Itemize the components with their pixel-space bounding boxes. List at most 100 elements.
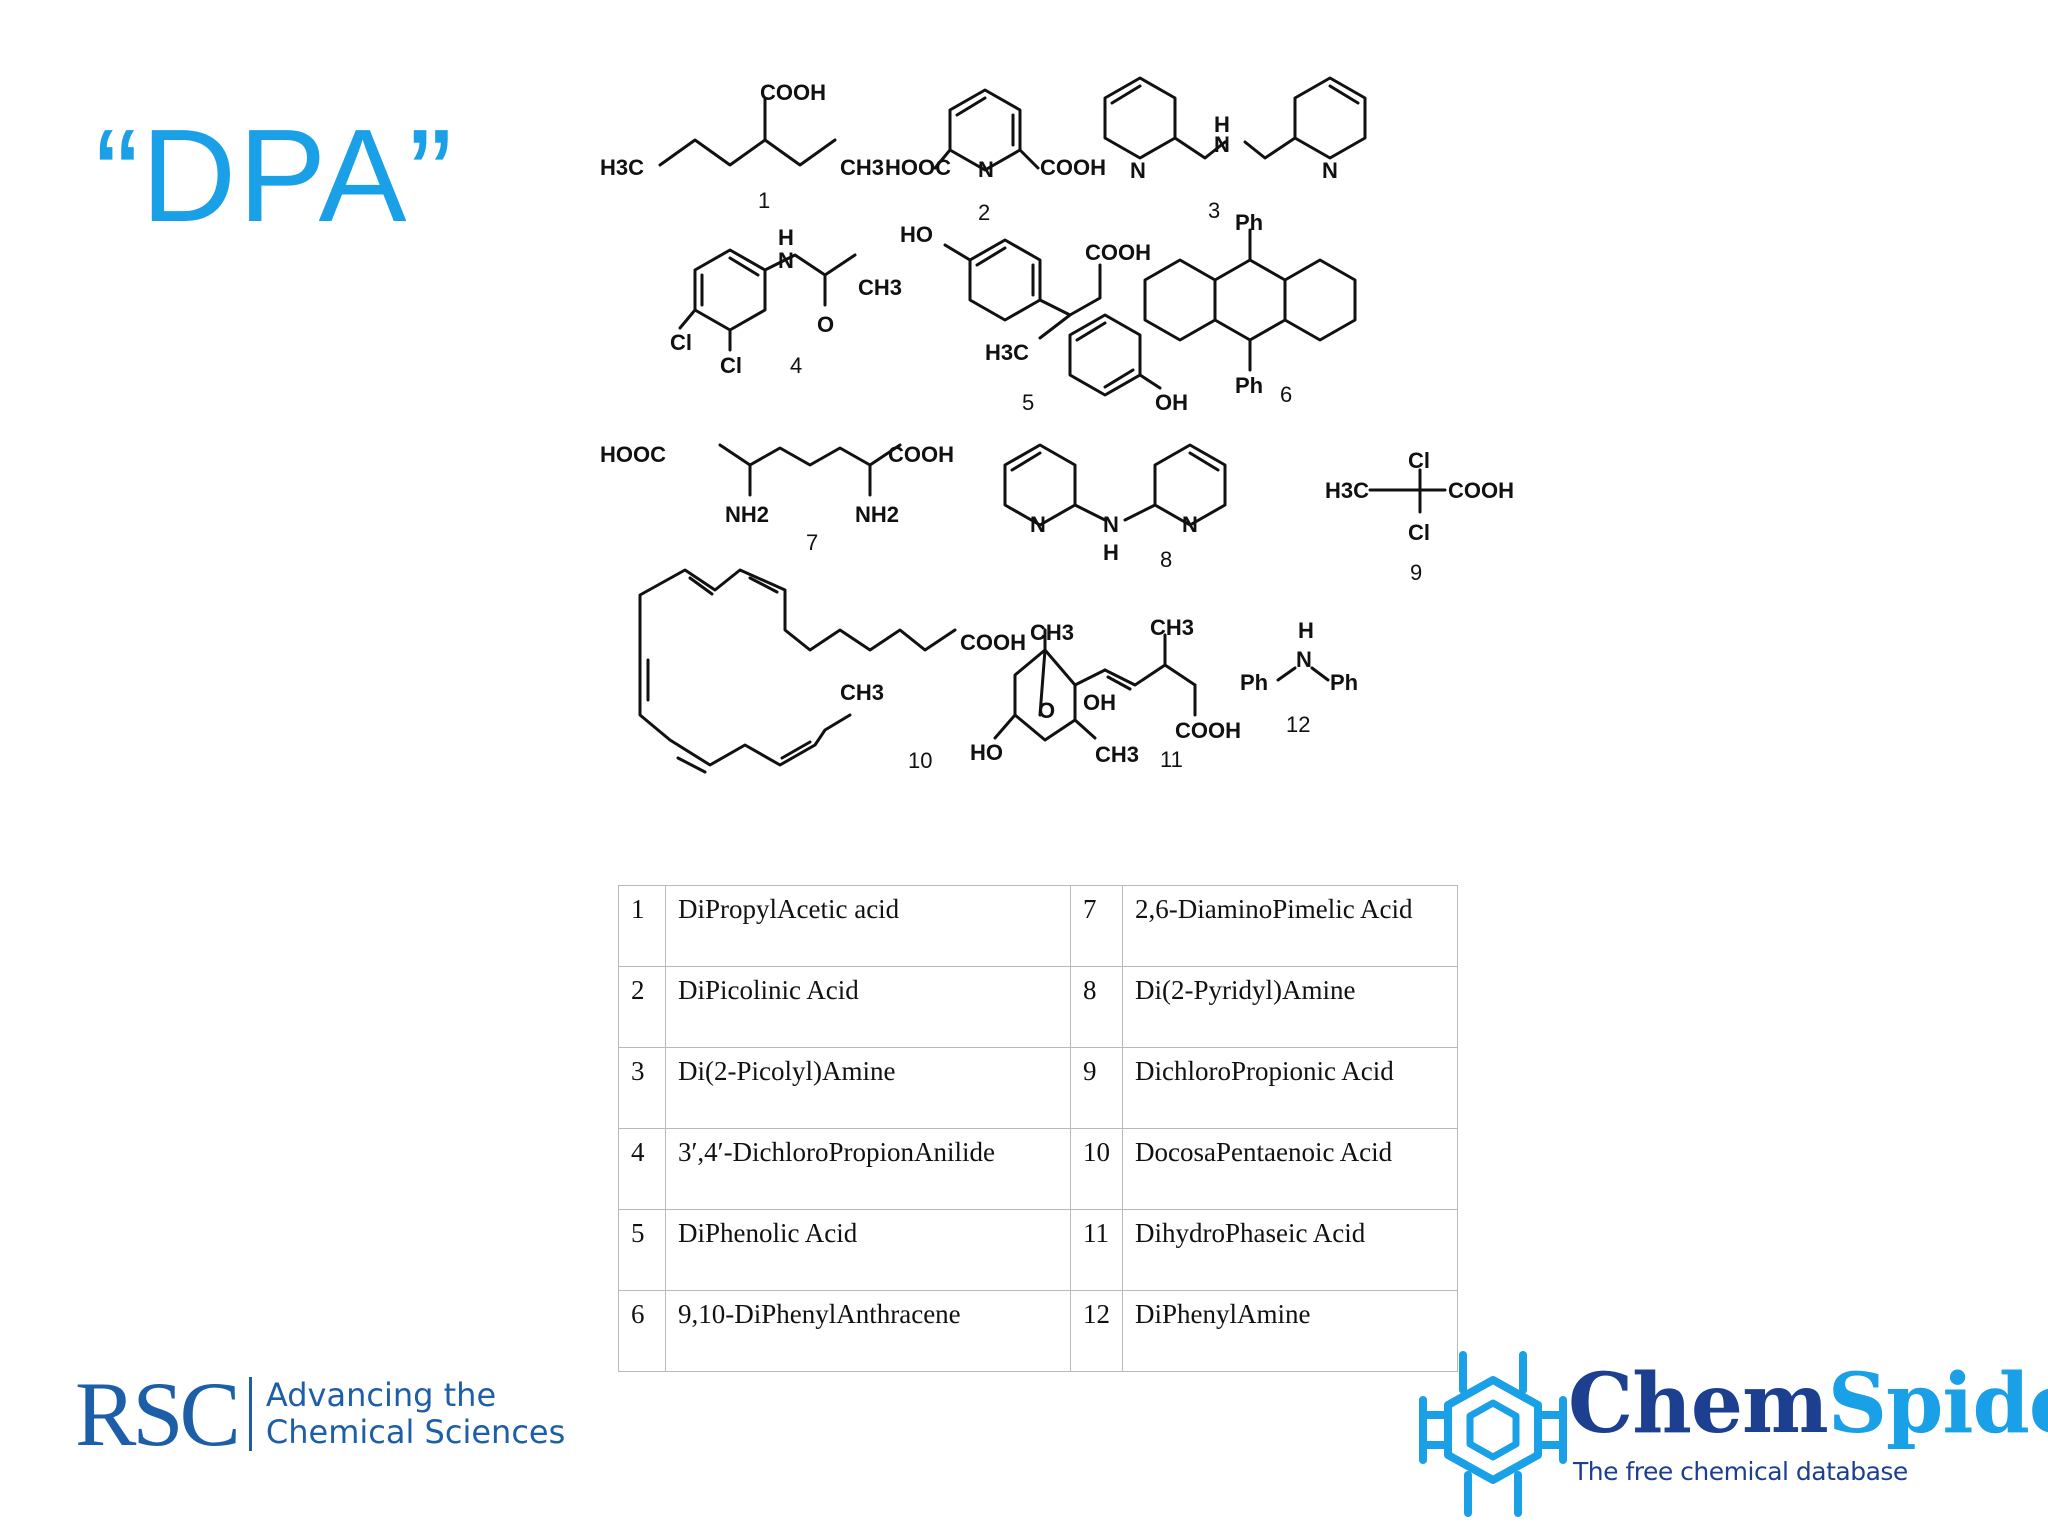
label-cooh: COOH (1175, 718, 1241, 743)
number-4: 4 (790, 353, 802, 378)
label-cl: Cl (670, 330, 692, 355)
label-ch3: CH3 (840, 680, 884, 705)
number-8: 8 (1160, 547, 1172, 572)
number-9: 9 (1410, 560, 1422, 585)
label-h3c: H3C (600, 155, 644, 180)
label-n: N (1214, 132, 1230, 157)
label-n: N (1030, 512, 1046, 537)
spider-icon (1419, 1351, 1567, 1517)
chemspider-wordmark-chem: Chem (1568, 1356, 1829, 1452)
compound-number: 7 (1070, 885, 1123, 967)
label-oh: OH (1155, 390, 1188, 415)
chemspider-logo: ChemSpider The free chemical database (1418, 1345, 2048, 1520)
label-h: H (1103, 540, 1119, 565)
structure-6: Ph Ph 6 (1143, 210, 1357, 407)
label-hooc: HOOC (600, 442, 666, 467)
compound-number: 3 (618, 1047, 666, 1129)
compound-name: DiPhenylAmine (1122, 1290, 1458, 1372)
rsc-tagline-line2: Chemical Sciences (265, 1413, 566, 1451)
label-ph: Ph (1235, 373, 1263, 398)
structure-11: O CH3 CH3 OH COOH HO CH3 11 (970, 615, 1241, 772)
label-ho: HO (970, 740, 1003, 765)
number-3: 3 (1208, 198, 1220, 223)
structure-12: H N Ph Ph 12 (1240, 618, 1358, 737)
number-2: 2 (978, 200, 990, 225)
slide-title: “DPA” (95, 102, 455, 249)
label-cl: Cl (1408, 520, 1430, 545)
compound-name: 3′,4′-DichloroPropionAnilide (665, 1128, 1071, 1210)
compound-number: 2 (618, 966, 666, 1048)
rsc-tagline-line1: Advancing the (265, 1376, 497, 1415)
compound-number: 8 (1070, 966, 1123, 1048)
number-11: 11 (1160, 747, 1183, 772)
structure-1: H3C COOH CH3 1 (600, 80, 884, 213)
label-ch3: CH3 (840, 155, 884, 180)
chemspider-wordmark-spider: Spider (1827, 1356, 2048, 1452)
label-n: N (1130, 158, 1146, 183)
compound-name: DiPicolinic Acid (665, 966, 1071, 1048)
structure-9: Cl H3C COOH Cl 9 (1325, 448, 1514, 585)
structure-10: COOH CH3 10 (638, 568, 1026, 774)
rsc-logo: RSC Advancing the Chemical Sciences (75, 1368, 565, 1460)
label-nh2: NH2 (855, 502, 899, 527)
label-n: N (978, 157, 994, 182)
label-ho: HO (900, 222, 933, 247)
structure-8: N H N N 8 (1003, 443, 1227, 572)
compound-name: DiPhenolic Acid (665, 1209, 1071, 1291)
compound-number: 6 (618, 1290, 666, 1372)
label-ph: Ph (1235, 210, 1263, 235)
number-10: 10 (908, 748, 932, 773)
number-5: 5 (1022, 390, 1034, 415)
compound-name: DihydroPhaseic Acid (1122, 1209, 1458, 1291)
compound-number: 4 (618, 1128, 666, 1210)
structures-figure: H3C COOH CH3 1 HOOC N COOH 2 H N N N 3 (600, 70, 1540, 800)
compound-number: 11 (1070, 1209, 1123, 1291)
label-cooh: COOH (1448, 478, 1514, 503)
label-ch3: CH3 (1150, 615, 1194, 640)
label-n: N (1103, 512, 1119, 537)
number-7: 7 (806, 530, 818, 555)
structure-4: H N O CH3 Cl Cl 4 (670, 225, 902, 378)
label-ch3: CH3 (1095, 742, 1139, 767)
compound-number: 10 (1070, 1128, 1123, 1210)
label-cooh: COOH (888, 442, 954, 467)
compound-name: 9,10-DiPhenylAnthracene (665, 1290, 1071, 1372)
structure-5: HO COOH H3C OH 5 (900, 222, 1188, 415)
label-n: N (1322, 158, 1338, 183)
label-h3c: H3C (1325, 478, 1369, 503)
rsc-mark: RSC (75, 1363, 241, 1465)
compound-number: 9 (1070, 1047, 1123, 1129)
compound-name: 2,6-DiaminoPimelic Acid (1122, 885, 1458, 967)
label-n: N (778, 248, 794, 273)
label-h3c: H3C (985, 340, 1029, 365)
structure-2: HOOC N COOH 2 (885, 88, 1106, 225)
label-o: O (1038, 698, 1055, 723)
chemical-structures-drawing: H3C COOH CH3 1 HOOC N COOH 2 H N N N 3 (600, 76, 1514, 774)
compound-number: 1 (618, 885, 666, 967)
compound-number: 12 (1070, 1290, 1123, 1372)
compound-name: DichloroPropionic Acid (1122, 1047, 1458, 1129)
number-1: 1 (758, 188, 770, 213)
label-h: H (1214, 112, 1230, 137)
label-hooc: HOOC (885, 155, 951, 180)
number-6: 6 (1280, 382, 1292, 407)
label-cooh: COOH (760, 80, 826, 105)
label-cooh: COOH (960, 630, 1026, 655)
label-cl: Cl (720, 353, 742, 378)
label-ph: Ph (1240, 670, 1268, 695)
label-nh2: NH2 (725, 502, 769, 527)
rsc-tagline: Advancing the Chemical Sciences (266, 1377, 565, 1451)
label-o: O (817, 312, 834, 337)
chemspider-tagline: The free chemical database (1573, 1457, 1908, 1486)
compound-name: DocosaPentaenoic Acid (1122, 1128, 1458, 1210)
label-cl: Cl (1408, 448, 1430, 473)
compound-name: Di(2-Picolyl)Amine (665, 1047, 1071, 1129)
label-cooh: COOH (1040, 155, 1106, 180)
